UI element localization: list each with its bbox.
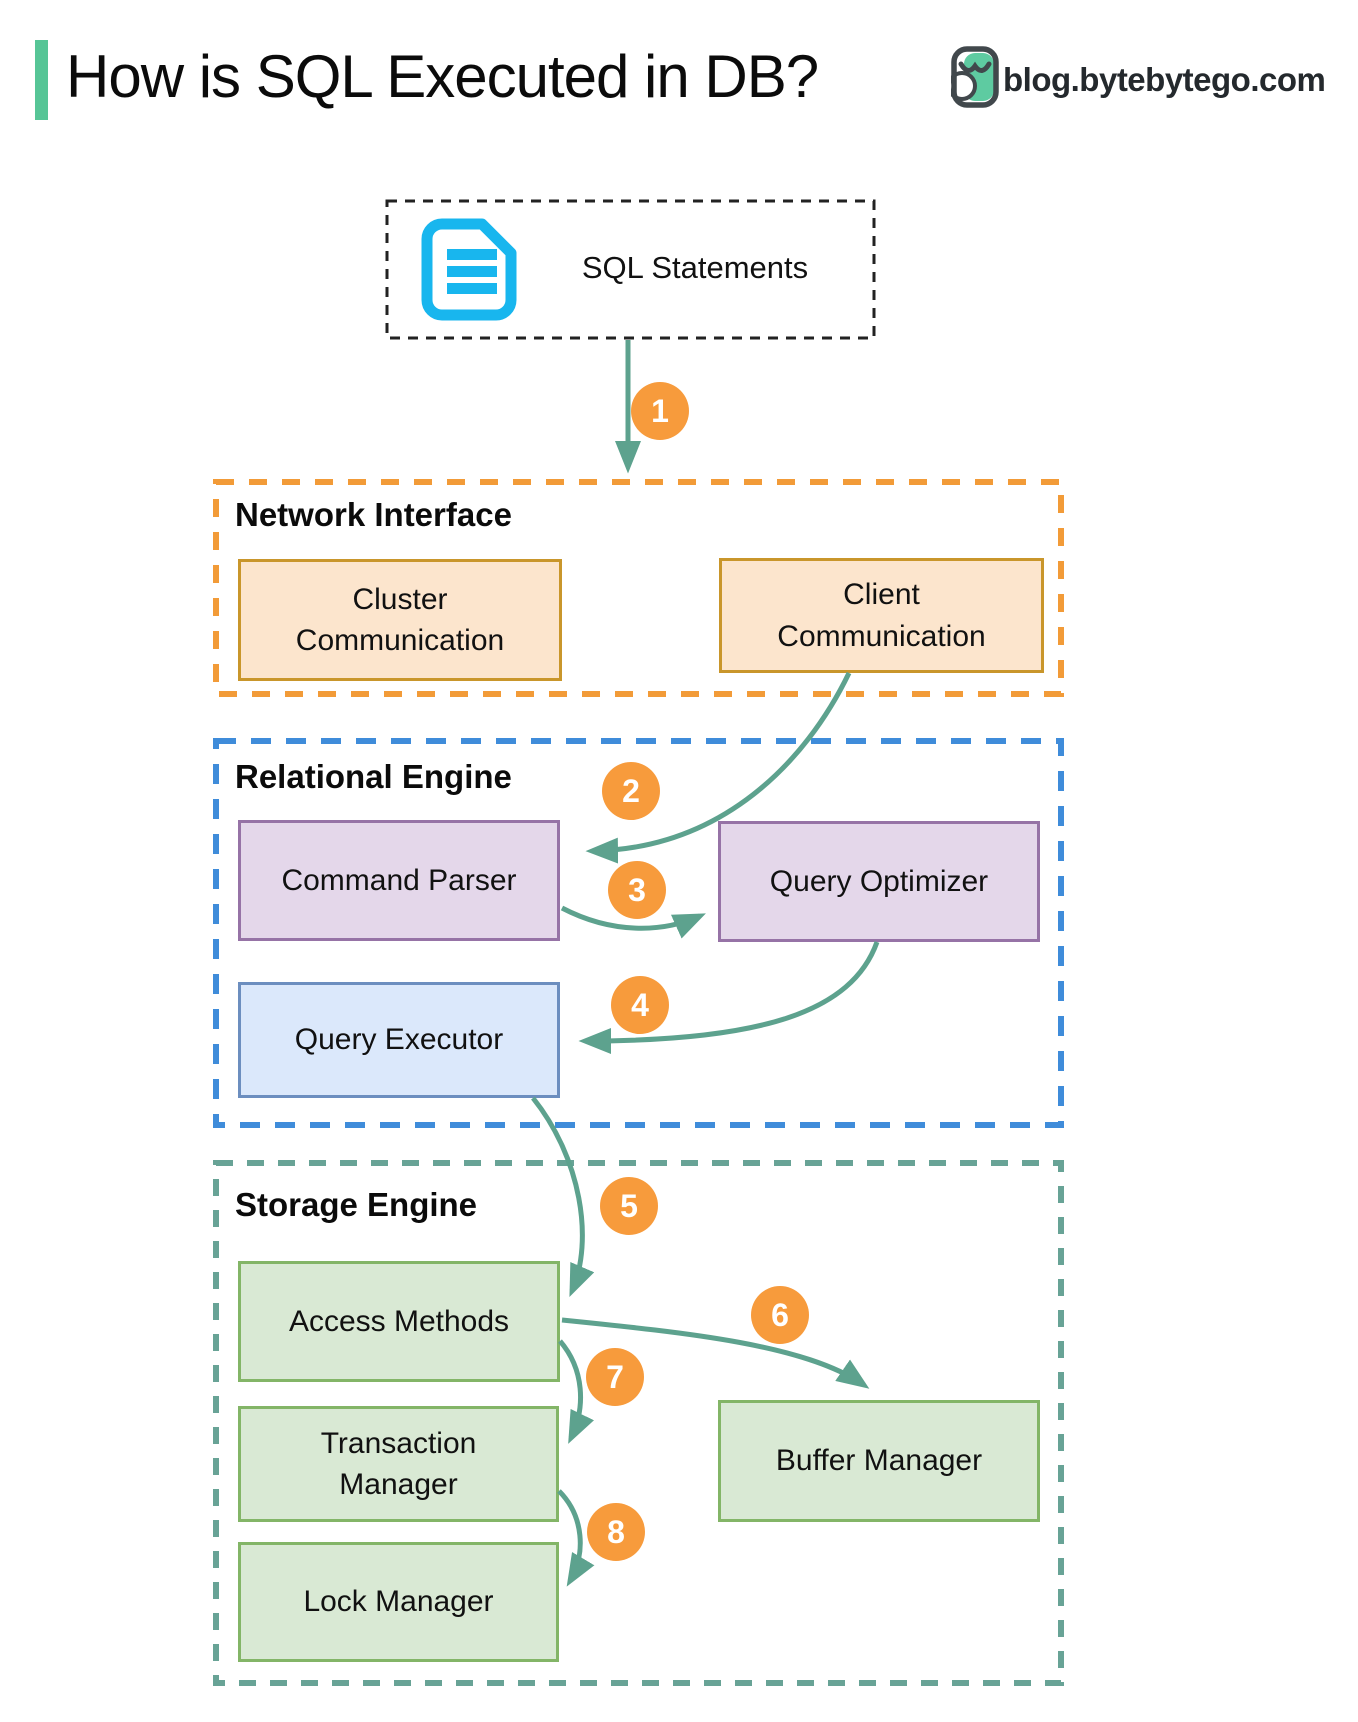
section-title-network-interface: Network Interface — [235, 496, 512, 533]
svg-text:5: 5 — [620, 1188, 638, 1224]
bytebytego-logo-icon — [947, 46, 999, 113]
step-badge-8: 8 — [587, 1503, 645, 1561]
arrow-4-optimizer-to-executor — [578, 941, 880, 1054]
node-access-methods: Access Methods — [238, 1261, 560, 1382]
title-accent-bar — [35, 40, 48, 120]
section-title-relational-engine: Relational Engine — [235, 758, 512, 795]
node-query-executor: Query Executor — [238, 982, 560, 1098]
node-buffer-manager: Buffer Manager — [718, 1400, 1040, 1522]
brand: blog.bytebytego.com — [947, 46, 1326, 113]
step-badge-1: 1 — [631, 382, 689, 440]
svg-text:8: 8 — [607, 1514, 625, 1550]
arrow-3-parser-to-optimizer — [560, 905, 706, 939]
svg-text:7: 7 — [606, 1359, 624, 1395]
node-lock-manager: Lock Manager — [238, 1542, 559, 1662]
step-badge-7: 7 — [586, 1348, 644, 1406]
arrow-8-transaction-to-lock — [557, 1489, 595, 1587]
document-icon — [421, 218, 517, 326]
brand-url: blog.bytebytego.com — [1003, 60, 1326, 98]
sql-statements-label: SQL Statements — [581, 250, 809, 285]
node-command-parser: Command Parser — [238, 820, 560, 941]
node-transaction-manager: Transaction Manager — [238, 1406, 559, 1522]
node-cluster-communication: Cluster Communication — [238, 559, 562, 681]
svg-text:2: 2 — [622, 773, 640, 809]
svg-text:4: 4 — [631, 987, 649, 1023]
page-title: How is SQL Executed in DB? — [66, 43, 819, 110]
node-query-optimizer: Query Optimizer — [718, 821, 1040, 942]
step-badge-3: 3 — [608, 861, 666, 919]
step-badge-6: 6 — [751, 1286, 809, 1344]
svg-text:3: 3 — [628, 872, 646, 908]
arrow-7-access-to-transaction — [558, 1339, 595, 1444]
arrow-6-access-to-buffer — [561, 1317, 870, 1389]
step-badge-2: 2 — [602, 762, 660, 820]
step-badge-4: 4 — [611, 976, 669, 1034]
step-badge-5: 5 — [600, 1177, 658, 1235]
node-client-communication: Client Communication — [719, 558, 1044, 673]
svg-text:1: 1 — [651, 393, 669, 429]
section-title-storage-engine: Storage Engine — [235, 1186, 478, 1223]
svg-text:6: 6 — [771, 1297, 789, 1333]
